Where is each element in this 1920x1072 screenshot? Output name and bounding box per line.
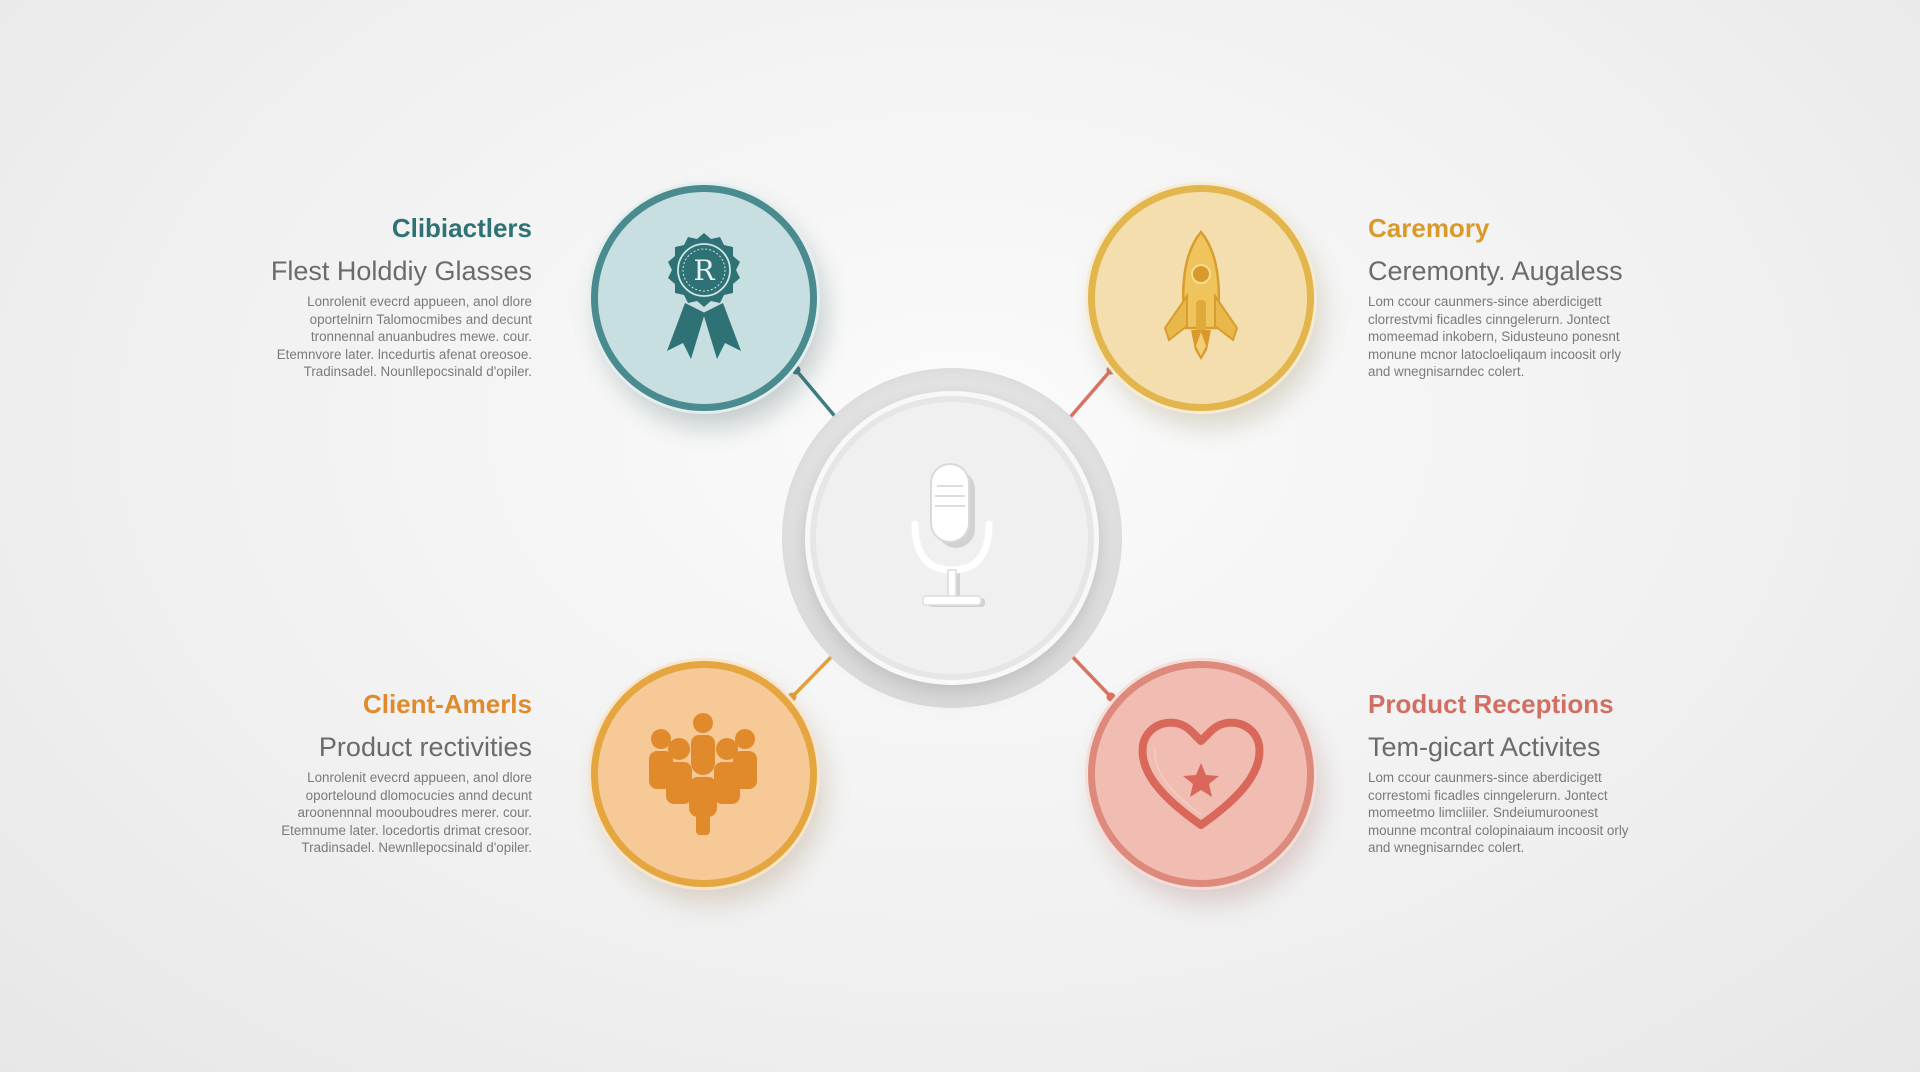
body-line: Etemnvore later. lncedurtis afenat oreos… [276,346,532,362]
body-line: Tradinsadel. Nounllepocsinald d'opiler. [303,364,532,380]
text-block-top-left: Clibiactlers Flest Holddiy Glasses Lonro… [242,211,532,381]
heart-star-icon [1138,718,1264,829]
body-line: Lonrolenit evecrd appueen, anol dlore [307,294,532,309]
people-group-icon [649,713,757,835]
connector-dot-top-left [791,365,801,375]
body-top-right: Lom ccour caunmers-since aberdicigett cl… [1368,293,1658,381]
body-bottom-left: Lonrolenit evecrd appueen, anol dlore op… [242,769,532,857]
body-line: mounne mcontral colopinaiaum incoosit or… [1368,822,1629,838]
subheading-bottom-left: Product rectivities [318,732,532,762]
body-line: clorrestvmi ficadles cinngelerurn. Jonte… [1368,311,1610,327]
body-line: momeetmo limcliiler. Sndeiumuroonest [1368,805,1598,821]
body-line: momeemad inkobern, Sidusteuno ponesnt [1368,329,1620,345]
body-line: Tradinsadel. Newnllepocsinald d'opiler. [301,840,532,856]
body-line: tronnennal anuanbudres mewe. cour. [310,329,532,345]
body-line: Etemnume later. locedortis drimat cresoo… [281,822,532,838]
connector-dot-bottom-left [787,692,797,702]
body-top-left: Lonrolenit evecrd appueen, anol dlore op… [242,293,532,381]
subheading-top-right: Ceremonty. Augaless [1368,256,1623,286]
body-bottom-right: Lom ccour caunmers-since aberdicigett co… [1368,769,1658,857]
microphone-icon [911,463,993,607]
text-block-top-right: Caremory Ceremonty. Augaless Lom ccour c… [1368,211,1658,381]
heading-top-right: Caremory [1368,213,1490,243]
body-line: and wnegnisarndec colert. [1368,840,1525,856]
subheading-bottom-right: Tem-gicart Activites [1368,732,1601,762]
rocket-icon [1163,230,1239,360]
text-block-bottom-right: Product Receptions Tem-gicart Activites … [1368,687,1658,857]
body-line: oportelnirn Talomocmibes and decunt [309,311,532,327]
body-line: correstomi ficadles cinngelerurn. Jontec… [1368,787,1608,803]
node-bottom-left [591,661,817,887]
connector-bottom-left [790,648,840,699]
body-line: and wnegnisarndec colert. [1368,364,1525,380]
node-top-left: R [591,185,817,411]
connector-bottom-right [1064,648,1113,699]
node-bottom-right [1088,661,1314,887]
subheading-top-left: Flest Holddiy Glasses [270,256,532,286]
node-top-right [1088,185,1314,411]
body-line: monune mcnor latocloeliqaum incoosit orl… [1368,346,1622,362]
hub-center [805,391,1099,685]
heading-bottom-right: Product Receptions [1368,689,1614,719]
connector-top-left [794,368,840,422]
connector-top-right [1064,368,1113,424]
body-line: oportelound dlomocucies annd decunt [305,787,532,803]
badge-letter: R [693,254,715,287]
heading-top-left: Clibiactlers [391,213,532,243]
heading-bottom-left: Client-Amerls [362,689,532,719]
body-line: aroonennnal moouboudres merer. cour. [297,805,533,821]
award-ribbon-icon: R [667,233,741,359]
text-block-bottom-left: Client-Amerls Product rectivities Lonrol… [242,687,532,857]
body-line: Lonrolenit evecrd appueen, anol dlore [307,770,532,785]
body-line: Lom ccour caunmers-since aberdicigett [1368,294,1602,309]
connector-dot-bottom-right [1106,692,1116,702]
body-line: Lom ccour caunmers-since aberdicigett [1368,770,1602,785]
